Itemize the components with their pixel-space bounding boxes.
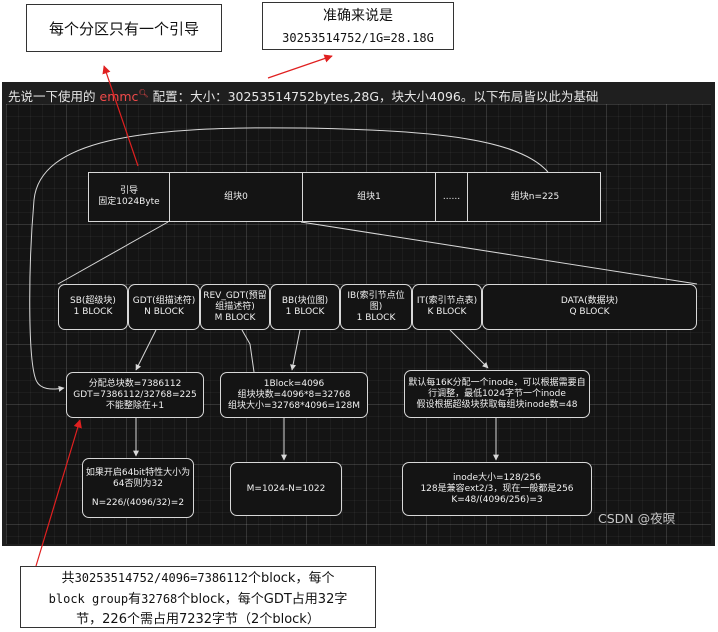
rev-gdt-m-formula: M=1024-N=1022 [246,483,326,494]
gdt-size: N BLOCK [144,307,184,317]
gdt-desc-size-line2: 64否则为32 [113,478,163,489]
rev-gdt-name-cont: 组描述符) [215,301,255,312]
superblock-name: SB(超级块) [70,296,116,306]
search-icon: 🔍︎ [138,88,149,98]
inode-table-box: IT(索引节点表) K BLOCK [412,284,482,330]
rev-gdt-arrow [241,329,255,373]
callout-total-line1-a: 共 [61,571,75,586]
gdt-box: GDT(组描述符) N BLOCK [128,284,200,330]
callout-total-line2-d: 个block，每个GDT占用32字 [177,592,348,607]
inode-table-name: IT(索引节点表) [416,296,478,306]
allocation-calc-box: 分配总块数=7386112 GDT=7386112/32768=225 不能整除… [66,372,204,418]
partition-layout-bar: 引导 固定1024Byte 组块0 组块1 ...... 组块n=225 [88,172,601,222]
inode-per-group: 假设根据超级块获取每组块inode数=48 [416,399,578,410]
inode-default-rule: 默认每16K分配一个inode，可以根据需要自 [408,377,586,388]
callout-exact-size-title: 准确来说是 [323,8,393,24]
superblock-box: SB(超级块) 1 BLOCK [58,284,128,330]
rev-gdt-name: REV_GDT(预留 [203,290,267,301]
callout-total-line2-b: 有 [128,592,142,607]
red-arrow-total [35,419,82,567]
callout-total-line2-c: 32768 [141,592,178,606]
watermark: CSDN @夜暝 [598,511,676,526]
headline: 先说一下使用的 emmc🔍︎ 配置：大小：30253514752bytes,28… [8,86,598,105]
inode-min-rule: 行调整，最低1024字节一个inode [428,388,566,399]
callout-one-boot-text: 每个分区只有一个引导 [48,19,199,38]
callout-exact-size-formula: 30253514752/1G=28.18G [282,31,434,45]
inode-bitmap-name: IB(索引节点位 [347,290,405,301]
gdt-n-formula: N=226/(4096/32)=2 [91,497,185,508]
loop-connector [29,127,549,392]
block-bitmap-name: BB(块位图) [281,296,329,306]
block-size: 1Block=4096 [263,378,325,389]
inode-size: inode大小=128/256 [453,472,541,483]
callout-total-line2-a: block group [48,592,129,606]
data-blocks-box: DATA(数据块) Q BLOCK [482,284,697,330]
block-group-ellipsis: ...... [435,173,467,221]
funnel-left-line [57,221,169,285]
allocation-total: 分配总块数=7386112 [88,378,182,389]
callout-total-line1-b: 30253514752/4096=7386112 [74,571,248,585]
block-group-1: 组块1 [302,173,435,221]
boot-block: 引导 固定1024Byte [89,173,169,221]
bb-arrow [290,329,301,371]
callout-total-line1: 共30253514752/4096=7386112个block，每个 [21,568,375,589]
block-bitmap-size: 1 BLOCK [285,307,325,317]
inode-table-size: K BLOCK [427,307,467,317]
inode-bitmap-name-cont: 图) [369,301,383,312]
block-group-n: 组块n=225 [467,173,602,221]
superblock-size: 1 BLOCK [73,307,113,317]
block-group-1-label: 组块1 [357,191,381,202]
headline-suffix: 配置：大小：30253514752bytes,28G，块大小4096。以下布局皆… [152,89,599,104]
callout-exact-size: 准确来说是 30253514752/1G=28.18G [262,2,454,50]
inode-table-k-formula: K=48/(4096/256)=3 [451,494,543,505]
red-arrow-boot [102,65,139,167]
inode-bitmap-size: 1 BLOCK [356,312,396,323]
group-block-count: 组块块数=4096*8=32768 [237,389,351,400]
callout-total-line1-c: 个block，每个 [247,571,335,586]
block-group-ellipsis-label: ...... [442,191,461,202]
gdt-name: GDT(组描述符) [132,296,196,306]
callout-one-boot-per-partition: 每个分区只有一个引导 [26,4,222,52]
callout-total-blocks: 共30253514752/4096=7386112个block，每个 block… [20,566,376,628]
rev-gdt-size: M BLOCK [214,312,256,323]
inode-calc-box: 默认每16K分配一个inode，可以根据需要自 行调整，最低1024字节一个in… [404,370,590,418]
headline-prefix: 先说一下使用的 [8,89,96,104]
headline-emmc: emmc [99,89,139,104]
block-group-0: 组块0 [169,173,302,221]
gdt-desc-size-line1: 如果开启64bit特性大小为 [85,467,191,478]
callout-total-line3: 节，226个需占用7232字节（2个block） [76,612,320,627]
red-arrow-size [267,54,333,79]
allocation-note: 不能整除在+1 [105,400,165,411]
block-bitmap-box: BB(块位图) 1 BLOCK [270,284,340,330]
block-group-0-label: 组块0 [224,191,248,202]
it-arrow [449,329,489,369]
inode-bitmap-box: IB(索引节点位 图) 1 BLOCK [340,284,412,330]
funnel-right-line [300,221,698,285]
block-group-n-label: 组块n=225 [510,191,560,202]
callout-total-line2: block group有32768个block，每个GDT占用32字 [21,589,375,610]
gdt-n-calc-box: 如果开启64bit特性大小为 64否则为32 N=226/(4096/32)=2 [82,458,194,518]
group-size: 组块大小=32768*4096=128M [227,400,361,411]
rev-gdt-box: REV_GDT(预留 组描述符) M BLOCK [200,284,270,330]
rev-gdt-m-calc-box: M=1024-N=1022 [230,462,342,516]
boot-block-label: 引导 [119,186,138,196]
data-blocks-name: DATA(数据块) [560,296,619,306]
boot-block-size: 固定1024Byte [98,197,160,207]
gdt-arrow [135,329,157,371]
inode-table-k-calc-box: inode大小=128/256 128是兼容ext2/3，现在一般都是256 K… [402,462,592,516]
data-blocks-size: Q BLOCK [569,307,610,317]
inode-size-note: 128是兼容ext2/3，现在一般都是256 [420,483,574,494]
block-size-calc-box: 1Block=4096 组块块数=4096*8=32768 组块大小=32768… [220,372,368,418]
allocation-gdt: GDT=7386112/32768=225 [73,389,197,400]
